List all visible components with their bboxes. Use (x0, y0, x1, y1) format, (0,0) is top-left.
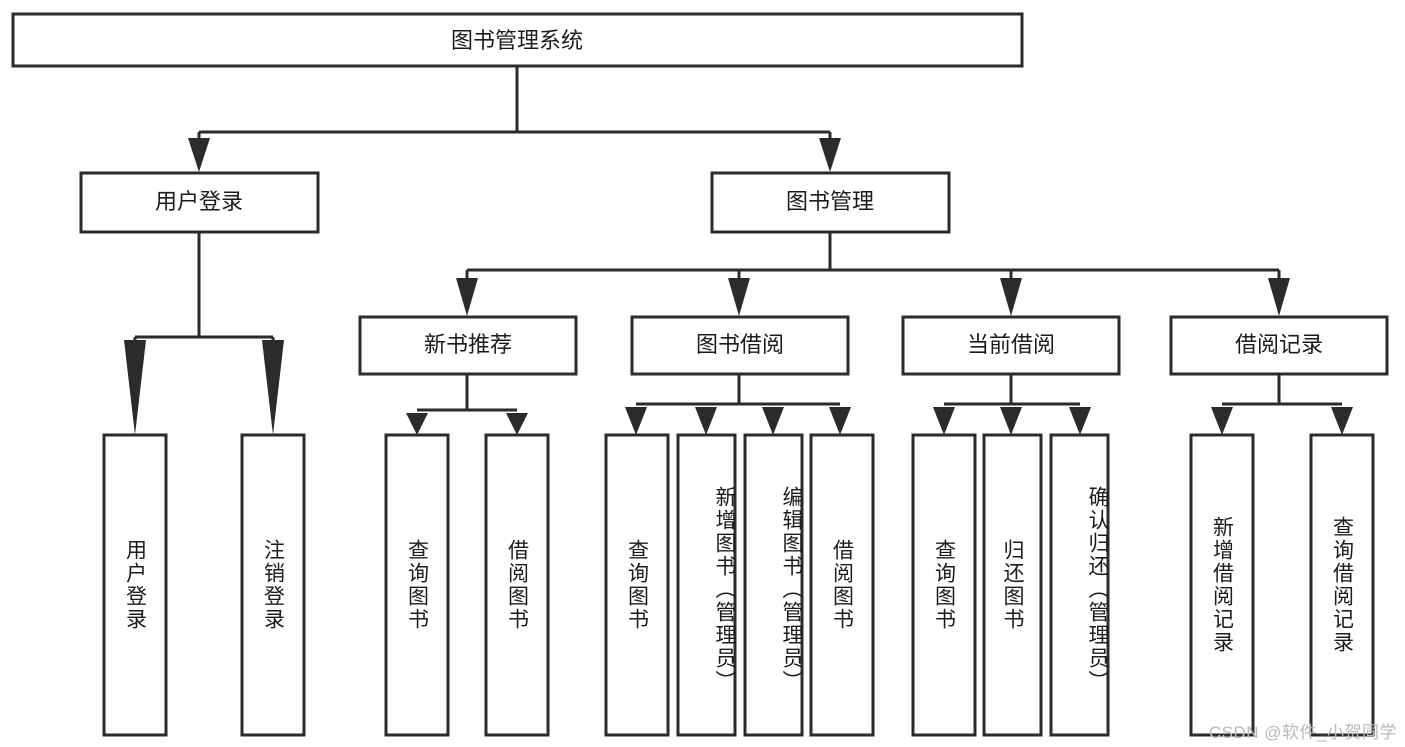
node-label-borrow-record: 借阅记录 (1235, 332, 1323, 357)
node-label-new-book-rec: 新书推荐 (424, 332, 512, 357)
node-box-book-borrow[interactable] (630, 315, 850, 376)
arrow-to-leaf-query-book-1 (406, 413, 428, 435)
node-label-user-login: 用户登录 (155, 189, 243, 214)
arrow-to-leaf-query-book-3 (933, 407, 955, 435)
node-label-book-manage: 图书管理 (786, 189, 874, 214)
node-label-leaf-query-book-2: 查询图书 (625, 539, 649, 631)
node-box-leaf-query-book-3[interactable] (911, 433, 977, 737)
node-label-leaf-query-book-3: 查询图书 (932, 539, 956, 631)
arrow-to-borrow-record (1268, 278, 1290, 316)
node-label-leaf-add-record: 新增借阅记录 (1210, 516, 1234, 654)
node-label-leaf-logout: 注销登录 (261, 539, 285, 631)
node-box-leaf-return-book[interactable] (982, 433, 1043, 737)
node-label-leaf-return-book: 归还图书 (1001, 539, 1024, 631)
node-box-leaf-borrow-book-1[interactable] (484, 433, 550, 737)
node-box-leaf-confirm-return[interactable] (1049, 433, 1110, 737)
arrow-to-leaf-confirm-return (1069, 407, 1091, 435)
node-box-leaf-add-book[interactable] (676, 433, 737, 737)
arrow-to-current-borrow (1000, 278, 1022, 316)
arrow-to-leaf-edit-book (762, 407, 784, 435)
node-box-root[interactable] (11, 12, 1024, 68)
node-label-leaf-add-book: 新增图书（管理员） (713, 485, 736, 693)
node-box-leaf-query-book-2[interactable] (604, 433, 670, 737)
node-label-leaf-query-book-1: 查询图书 (405, 539, 429, 631)
arrow-to-user-login (188, 138, 210, 172)
node-label-current-borrow: 当前借阅 (967, 332, 1055, 357)
node-box-leaf-borrow-book-2[interactable] (809, 433, 875, 737)
node-box-new-book-rec[interactable] (358, 315, 578, 376)
node-box-current-borrow[interactable] (901, 315, 1121, 376)
node-box-leaf-edit-book[interactable] (743, 433, 804, 737)
arrow-to-leaf-return-book (1000, 407, 1022, 435)
node-box-leaf-query-record[interactable] (1309, 433, 1375, 737)
node-label-leaf-confirm-return: 确认归还（管理员） (1086, 485, 1109, 693)
node-label-root: 图书管理系统 (451, 28, 583, 53)
node-box-leaf-query-book-1[interactable] (384, 433, 450, 737)
node-label-leaf-user-login: 用户登录 (123, 539, 147, 631)
node-label-leaf-borrow-book-2: 借阅图书 (830, 539, 854, 631)
arrow-to-book-borrow (728, 278, 750, 316)
arrow-to-leaf-borrow-book-1 (506, 413, 528, 435)
box-layer: 图书管理系统 用户登录 图书管理 新书推荐 图书借阅 当前借阅 借阅记录 (11, 12, 1389, 737)
node-label-leaf-edit-book: 编辑图书（管理员） (780, 485, 803, 693)
connector-layer (124, 66, 1353, 435)
node-box-book-manage[interactable] (710, 171, 951, 234)
watermark-text: CSDN @软件_小贺同学 (1208, 723, 1397, 742)
node-box-leaf-add-record[interactable] (1189, 433, 1255, 737)
node-box-user-login[interactable] (79, 171, 320, 234)
node-label-leaf-query-record: 查询借阅记录 (1330, 516, 1354, 654)
arrow-to-leaf-query-record (1331, 407, 1353, 435)
node-box-leaf-user-login[interactable] (102, 433, 168, 737)
arrow-to-leaf-query-book-2 (625, 407, 647, 435)
node-label-book-borrow: 图书借阅 (696, 332, 784, 357)
node-box-borrow-record[interactable] (1169, 315, 1389, 376)
arrow-to-leaf-borrow-book-2 (829, 407, 851, 435)
node-label-leaf-borrow-book-1: 借阅图书 (505, 539, 529, 631)
arrow-to-book-manage (819, 138, 841, 172)
arrow-to-new-book-rec (456, 278, 478, 316)
arrow-to-leaf-add-book (695, 407, 717, 435)
node-box-leaf-logout[interactable] (240, 433, 306, 737)
arrow-to-leaf-add-record (1211, 407, 1233, 435)
